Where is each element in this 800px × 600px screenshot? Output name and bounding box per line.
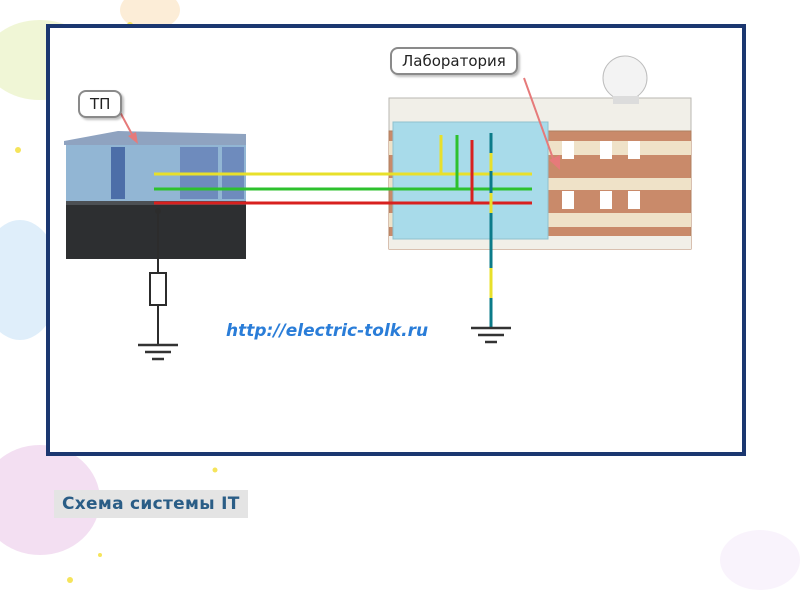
substation-ground-symbol-icon — [138, 343, 178, 361]
it-system-diagram — [64, 55, 692, 361]
substation-pointer-icon — [119, 111, 135, 139]
neutral-point — [155, 208, 161, 214]
substation-callout: ТП — [78, 90, 123, 118]
source-url: http://electric-tolk.ru — [226, 321, 429, 341]
diagram-frame: ТП Лаборатория http://electric-tolk.ru — [46, 24, 746, 456]
laboratory-callout: Лаборатория — [390, 47, 518, 75]
slide-caption: Схема системы IT — [54, 490, 248, 518]
neutral-fuse-ground — [149, 211, 167, 345]
lab-ground-symbol-icon — [471, 326, 511, 344]
laboratory-pointer-icon — [523, 77, 556, 165]
substation-pointer-arrowhead — [128, 132, 138, 144]
wiring — [138, 133, 532, 361]
laboratory-pointer-arrowhead — [549, 155, 560, 170]
substation-building — [64, 131, 246, 259]
